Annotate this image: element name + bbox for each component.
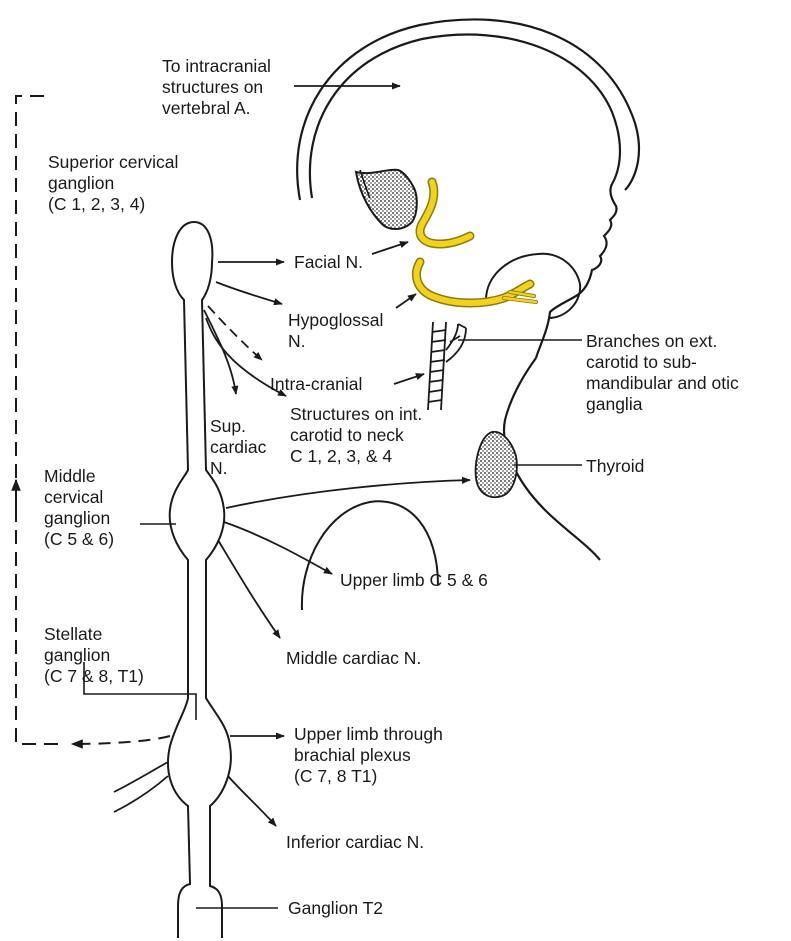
ear-detail (356, 170, 417, 229)
arrow-intracranial-carotid (394, 374, 424, 384)
label-middle-cardiac-nerve: Middle cardiac N. (286, 648, 421, 669)
carotid-artery-icon (428, 322, 466, 410)
label-internal-carotid-structures: Structures on int. carotid to neck C 1, … (290, 404, 422, 467)
hypoglossal-nerve-icon (416, 262, 536, 303)
sympathetic-chain (168, 222, 231, 938)
label-middle-cervical-ganglion: Middle cervical ganglion (C 5 & 6) (44, 466, 114, 550)
stellate-branch-upper (114, 762, 168, 792)
stellate-branch-lower (114, 776, 168, 812)
label-sup-cardiac-nerve: Sup. cardiac N. (210, 416, 266, 479)
label-intracranial-vertebral: To intracranial structures on vertebral … (162, 56, 271, 119)
label-external-carotid-branches: Branches on ext. carotid to sub- mandibu… (586, 331, 739, 415)
label-superior-cervical-ganglion: Superior cervical ganglion (C 1, 2, 3, 4… (48, 152, 178, 215)
label-ganglion-t2: Ganglion T2 (288, 898, 383, 919)
shoulder-outline (302, 501, 438, 610)
label-intracranial: Intra-cranial (270, 374, 362, 395)
arrow-hypoglossal-nerve (396, 294, 416, 308)
head-outline (297, 19, 639, 560)
label-thyroid: Thyroid (586, 456, 644, 477)
arrow-facial-nerve (372, 242, 408, 254)
arrow-thyroid (226, 480, 470, 508)
thyroid-icon (476, 432, 517, 497)
facial-nerve-icon (420, 182, 470, 244)
label-facial-nerve: Facial N. (294, 252, 363, 273)
label-stellate-ganglion: Stellate ganglion (C 7 & 8, T1) (44, 624, 144, 687)
label-upper-limb-c56: Upper limb C 5 & 6 (340, 570, 488, 591)
arrow-middle-cardiac (218, 540, 280, 638)
arrow-hypoglossal (216, 282, 282, 304)
arrow-sup-cardiac (204, 310, 236, 394)
label-inferior-cardiac-nerve: Inferior cardiac N. (286, 832, 424, 853)
label-hypoglossal-nerve: Hypoglossal N. (288, 310, 383, 352)
label-brachial-plexus: Upper limb through brachial plexus (C 7,… (294, 724, 443, 787)
arrow-inferior-cardiac (228, 776, 276, 826)
